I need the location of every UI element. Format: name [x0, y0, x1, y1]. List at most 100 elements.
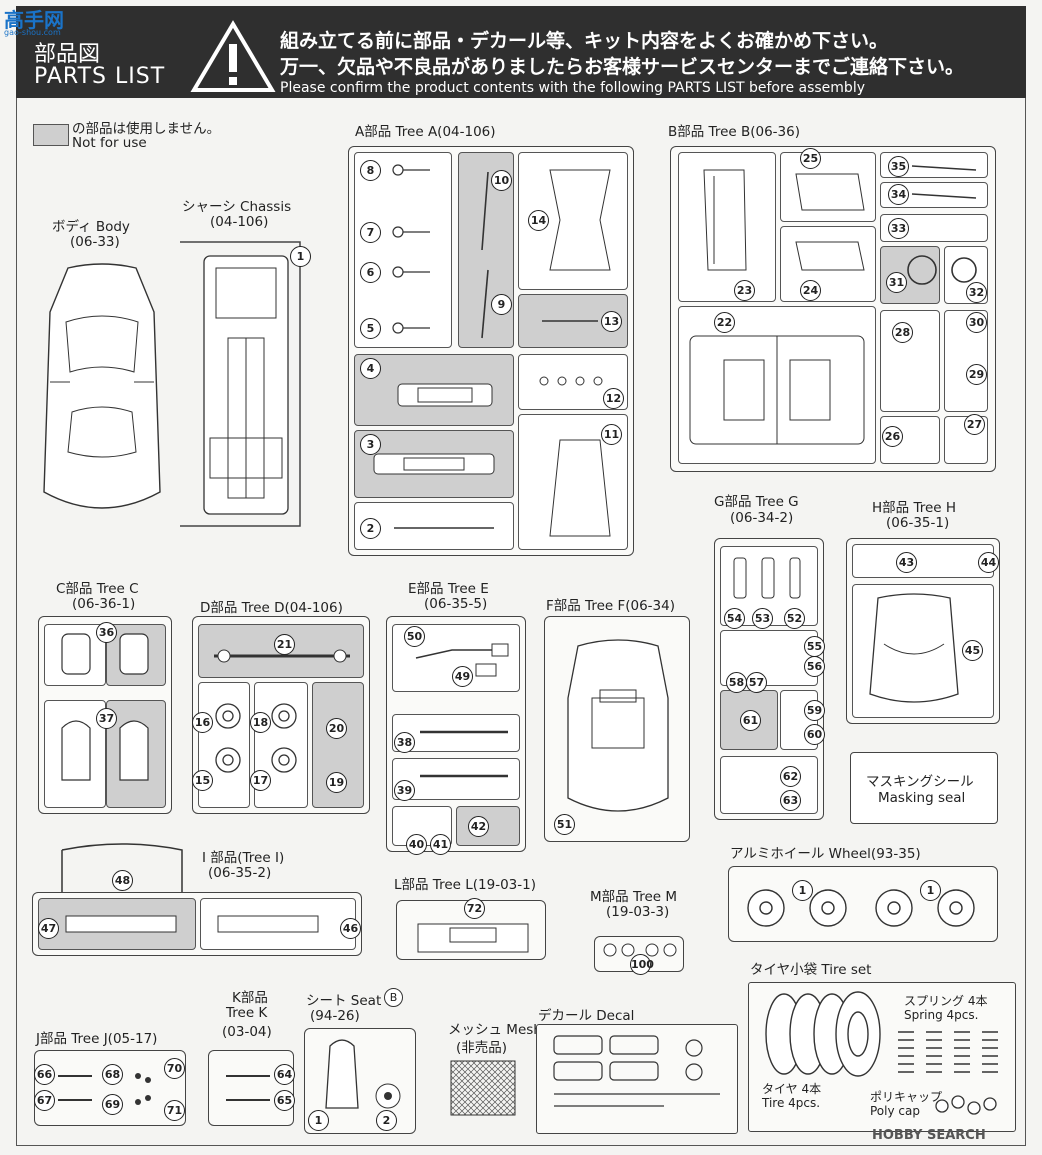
part-number-44: 44: [978, 552, 999, 573]
part-number-45: 45: [962, 640, 983, 661]
seat-code: (94-26): [310, 1008, 360, 1024]
car-body-drawing: [43, 263, 161, 509]
decal-label: デカール Decal: [538, 1008, 635, 1024]
tree-k-parts-drawing: [226, 1075, 270, 1101]
part-number-59: 59: [804, 700, 825, 721]
tree-a-label: A部品 Tree A(04-106): [355, 124, 496, 140]
tires-drawing: [765, 991, 881, 1077]
hobby-search-watermark: HOBBY SEARCH: [872, 1128, 986, 1143]
tree-e-pipe-drawing: [415, 643, 509, 677]
part-number-1-wheel-a: 1: [792, 880, 813, 901]
part-number-1: 1: [290, 246, 311, 267]
part-number-23: 23: [734, 280, 755, 301]
tree-a-fittings-drawing: [392, 164, 430, 334]
part-number-13: 13: [601, 311, 622, 332]
decal-drawing: [553, 1035, 720, 1107]
seat-drawing: [325, 1039, 401, 1109]
tree-g-code: (06-34-2): [730, 510, 794, 526]
part-number-43: 43: [896, 552, 917, 573]
part-number-31: 31: [886, 272, 907, 293]
body-code: (06-33): [70, 234, 120, 250]
tree-a-grille2-drawing: [373, 453, 495, 475]
part-number-40: 40: [406, 834, 427, 855]
part-number-34: 34: [888, 184, 909, 205]
part-number-12: 12: [603, 388, 624, 409]
part-number-38: 38: [394, 732, 415, 753]
chassis-label: シャーシ Chassis: [182, 199, 292, 215]
part-number-4: 4: [360, 358, 381, 379]
tree-a-frame14-drawing: [549, 169, 611, 271]
poly-cap-jp: ポリキャップ: [870, 1090, 943, 1104]
poly-caps-drawing: [935, 1095, 997, 1115]
warning-en: Please confirm the product contents with…: [280, 80, 865, 96]
tree-g-cell-62: [720, 756, 818, 814]
tree-c-code: (06-36-1): [72, 596, 136, 612]
tree-a-rod13-drawing: [542, 320, 598, 322]
tree-a-cell-fittings: [354, 152, 452, 348]
legend-jp: の部品は使用しません。: [72, 121, 221, 137]
part-number-17: 17: [250, 770, 271, 791]
part-number-24: 24: [800, 280, 821, 301]
seat-label: シート Seat: [306, 993, 382, 1009]
tree-b-label: B部品 Tree B(06-36): [668, 124, 800, 140]
part-number-33: 33: [888, 218, 909, 239]
part-number-57: 57: [746, 672, 767, 693]
part-number-19: 19: [326, 772, 347, 793]
part-number-16: 16: [192, 712, 213, 733]
part-number-53: 53: [752, 608, 773, 629]
tire-jp: タイヤ 4本: [762, 1082, 822, 1096]
mesh-note: (非売品): [456, 1040, 508, 1056]
part-number-22: 22: [714, 312, 735, 333]
part-number-36: 36: [96, 622, 117, 643]
title-en: PARTS LIST: [34, 64, 166, 89]
spring-en: Spring 4pcs.: [904, 1008, 979, 1022]
part-number-51: 51: [554, 814, 575, 835]
tree-k-frame: [208, 1050, 294, 1126]
part-number-30: 30: [966, 312, 987, 333]
tree-b-door-drawing: [703, 169, 747, 271]
chassis-code: (04-106): [210, 214, 269, 230]
tree-d-brakes-drawing: [215, 703, 297, 773]
part-number-15: 15: [192, 770, 213, 791]
part-number-50: 50: [404, 626, 425, 647]
tree-a-dots12-drawing: [539, 376, 603, 386]
tree-j-label: J部品 Tree J(05-17): [36, 1031, 158, 1047]
tree-b-rods-drawing: [911, 165, 977, 199]
tree-i-code: (06-35-2): [208, 865, 272, 881]
site-logo-text: 高手网: [4, 8, 64, 32]
part-number-14: 14: [528, 210, 549, 231]
warning-jp-1: 組み立てる前に部品・デカール等、キット内容をよくお確かめ下さい。: [280, 30, 889, 52]
part-number-3: 3: [360, 434, 381, 455]
part-number-41: 41: [430, 834, 451, 855]
masking-seal-jp: マスキングシール: [866, 774, 974, 790]
part-number-10: 10: [491, 170, 512, 191]
part-number-46: 46: [340, 918, 361, 939]
part-number-29: 29: [966, 364, 987, 385]
site-logo: 高手网 gao-shou.com: [0, 0, 70, 40]
part-number-69: 69: [102, 1094, 123, 1115]
part-number-8: 8: [360, 160, 381, 181]
part-number-5: 5: [360, 318, 381, 339]
body-label: ボディ Body: [52, 219, 130, 235]
tree-h-label: H部品 Tree H: [872, 500, 957, 516]
tree-e-code: (06-35-5): [424, 596, 488, 612]
tree-f-label: F部品 Tree F(06-34): [546, 598, 676, 614]
tree-g-label: G部品 Tree G: [714, 494, 799, 510]
tree-l-grille-drawing: [417, 923, 529, 953]
part-number-11: 11: [601, 424, 622, 445]
part-number-67: 67: [34, 1090, 55, 1111]
warning-icon: [190, 20, 276, 92]
tree-k-code: (03-04): [222, 1024, 272, 1040]
part-number-54: 54: [724, 608, 745, 629]
part-number-47: 47: [38, 918, 59, 939]
part-number-64: 64: [274, 1064, 295, 1085]
part-number-65: 65: [274, 1090, 295, 1111]
tree-a-rod-drawing: [394, 527, 494, 529]
part-number-32: 32: [966, 282, 987, 303]
seat-mark: B: [384, 988, 403, 1007]
spring-jp: スプリング 4本: [904, 994, 988, 1008]
tree-m-label: M部品 Tree M: [590, 889, 678, 905]
mesh-drawing: [450, 1060, 516, 1116]
part-number-70: 70: [164, 1058, 185, 1079]
tree-c-label: C部品 Tree C: [56, 581, 139, 597]
